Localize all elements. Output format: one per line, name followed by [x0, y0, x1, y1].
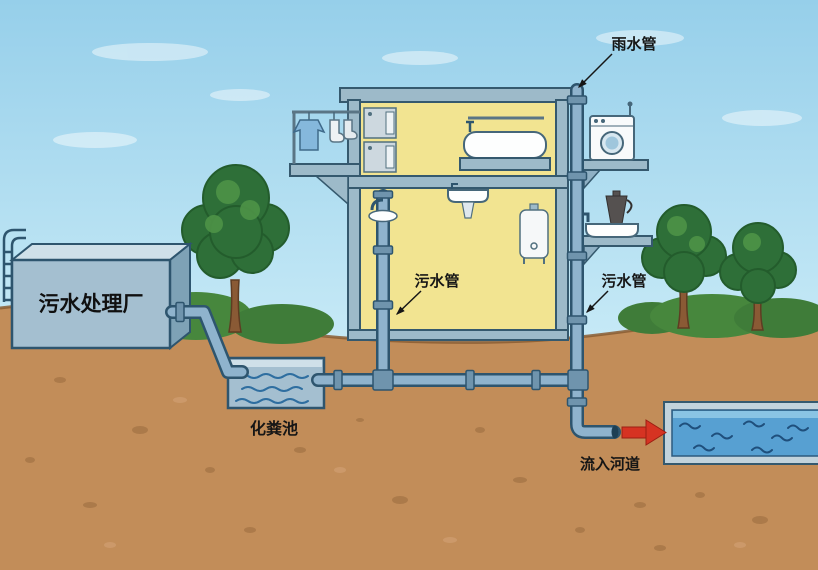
- septic-tank: [226, 356, 326, 410]
- rain-pipe-label: 雨水管: [611, 35, 656, 53]
- sewage-main-pipe: [311, 369, 584, 391]
- tree-left: [181, 164, 290, 333]
- treatment-plant-label: 污水处理厂: [39, 293, 144, 316]
- river-channel: [663, 401, 818, 465]
- right-wall: [555, 99, 569, 339]
- house-drain-pipe: [372, 189, 394, 391]
- soil-highlights: [104, 397, 746, 548]
- pipe-outlet: [611, 425, 619, 439]
- rain-downpipe: [566, 83, 621, 439]
- flow-arrow: [621, 419, 667, 446]
- sewage-pipe-outdoor-callout: 污水管: [586, 272, 647, 313]
- rain-pipe-callout: 雨水管: [578, 35, 657, 88]
- tree-right-2: [719, 222, 797, 331]
- roof-slab: [339, 87, 577, 103]
- plant-feed-pipe: [165, 301, 249, 379]
- washing-machine: [589, 101, 635, 161]
- sewage-pipe-indoor-callout: 污水管: [396, 272, 460, 315]
- stacked-cabinets: [363, 107, 397, 173]
- septic-tank-label: 化粪池: [250, 419, 298, 438]
- drinking-fountain: [368, 198, 398, 223]
- bathtub: [459, 116, 551, 171]
- river-waves: [679, 420, 809, 454]
- plant-top-face: [9, 243, 193, 261]
- hanging-sock-2: [343, 119, 358, 140]
- plant-ladder: [2, 228, 26, 302]
- clouds: [53, 30, 802, 148]
- tree-right-1: [641, 204, 727, 329]
- labels: 雨水管 污水管 污水管 化粪池 流入河道: [250, 35, 657, 473]
- hanging-sock: [329, 119, 345, 143]
- pipes: [165, 83, 621, 439]
- vegetation: [140, 164, 818, 344]
- treatment-plant: 污水处理厂: [2, 228, 193, 351]
- hanging-shirt: [292, 119, 326, 151]
- outdoor-fixtures: [574, 101, 653, 266]
- flow-into-river-label: 流入河道: [580, 455, 640, 473]
- wall-sink: [447, 183, 489, 219]
- base-slab: [347, 329, 569, 341]
- soil-speckles: [25, 377, 768, 551]
- house: [289, 87, 577, 341]
- water-heater: [519, 203, 549, 264]
- plant-front-face: [10, 258, 172, 350]
- laundry-line: [292, 112, 358, 151]
- sewage-pipe-indoor-label: 污水管: [414, 272, 459, 290]
- plant-side-face: [169, 241, 191, 351]
- sewage-pipe-outdoor-label: 污水管: [601, 272, 646, 290]
- mid-floor-slab: [347, 175, 569, 189]
